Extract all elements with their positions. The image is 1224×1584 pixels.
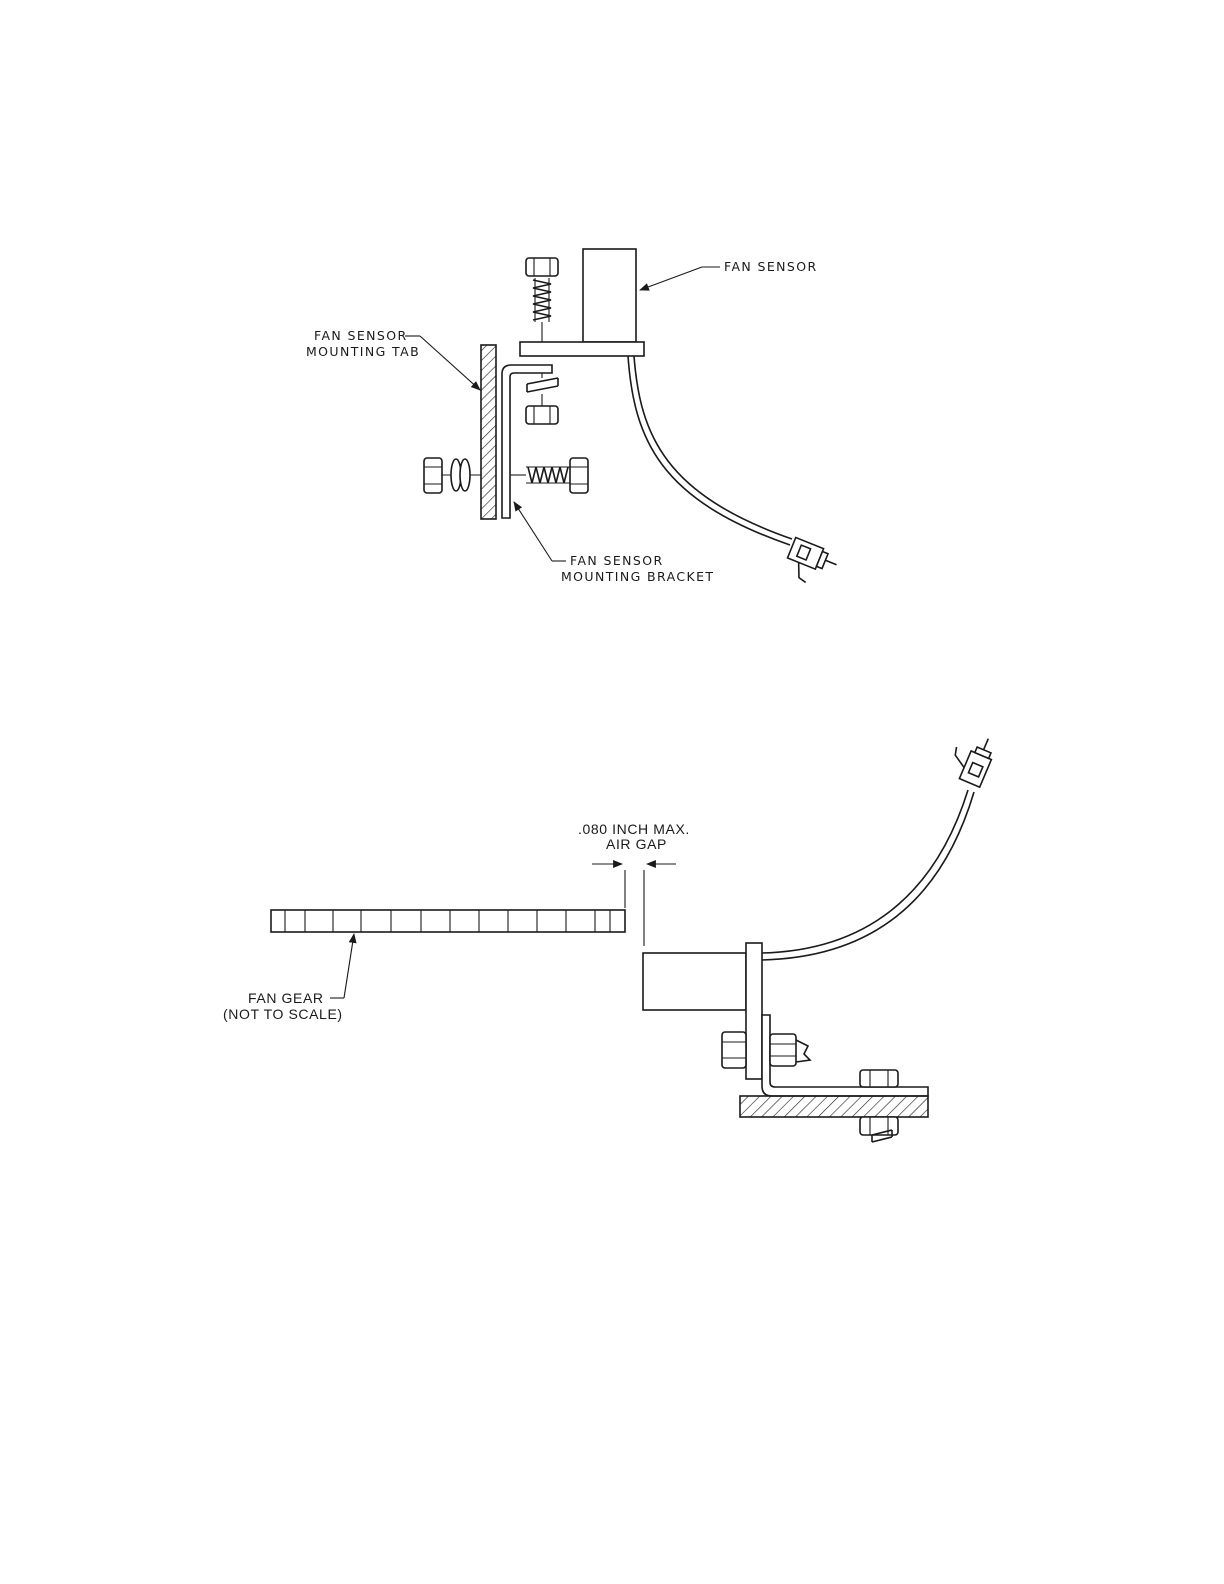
svg-text:.080 INCH MAX.: .080 INCH MAX. (578, 821, 690, 837)
svg-text:FAN GEAR: FAN GEAR (248, 990, 324, 1006)
svg-text:FAN SENSOR: FAN SENSOR (314, 328, 408, 343)
label-mounting-bracket: FAN SENSOR MOUNTING BRACKET (514, 502, 714, 584)
mounting-tab (481, 345, 496, 519)
cable-connector-side (946, 729, 999, 788)
svg-text:FAN SENSOR: FAN SENSOR (570, 553, 664, 568)
svg-text:AIR GAP: AIR GAP (606, 836, 667, 852)
svg-text:FAN SENSOR: FAN SENSOR (724, 259, 818, 274)
top-bolt (526, 258, 558, 342)
mounting-tab-side (740, 1096, 928, 1117)
cable-connector (782, 537, 841, 590)
label-fan-gear: FAN GEAR (NOT TO SCALE) (223, 934, 354, 1022)
svg-text:(NOT TO SCALE): (NOT TO SCALE) (223, 1006, 343, 1022)
fan-sensor-body-side (643, 953, 746, 1010)
sensor-flange (746, 943, 762, 1079)
svg-text:MOUNTING BRACKET: MOUNTING BRACKET (561, 569, 714, 584)
label-fan-sensor: FAN SENSOR (640, 259, 818, 290)
label-mounting-tab: FAN SENSOR MOUNTING TAB (306, 328, 480, 390)
assembled-view-figure: .080 INCH MAX. AIR GAP (223, 729, 998, 1142)
base-bolt-head (860, 1070, 898, 1087)
side-washers (451, 459, 470, 491)
svg-text:MOUNTING TAB: MOUNTING TAB (306, 344, 420, 359)
base-nut (860, 1117, 898, 1142)
sensor-cable (628, 356, 790, 545)
exploded-view-figure: FAN SENSOR FAN SENSOR MOUNTING TAB FAN S… (306, 249, 840, 591)
side-threaded-bolt (510, 458, 588, 493)
top-nut (526, 394, 558, 424)
fan-gear (271, 910, 625, 932)
